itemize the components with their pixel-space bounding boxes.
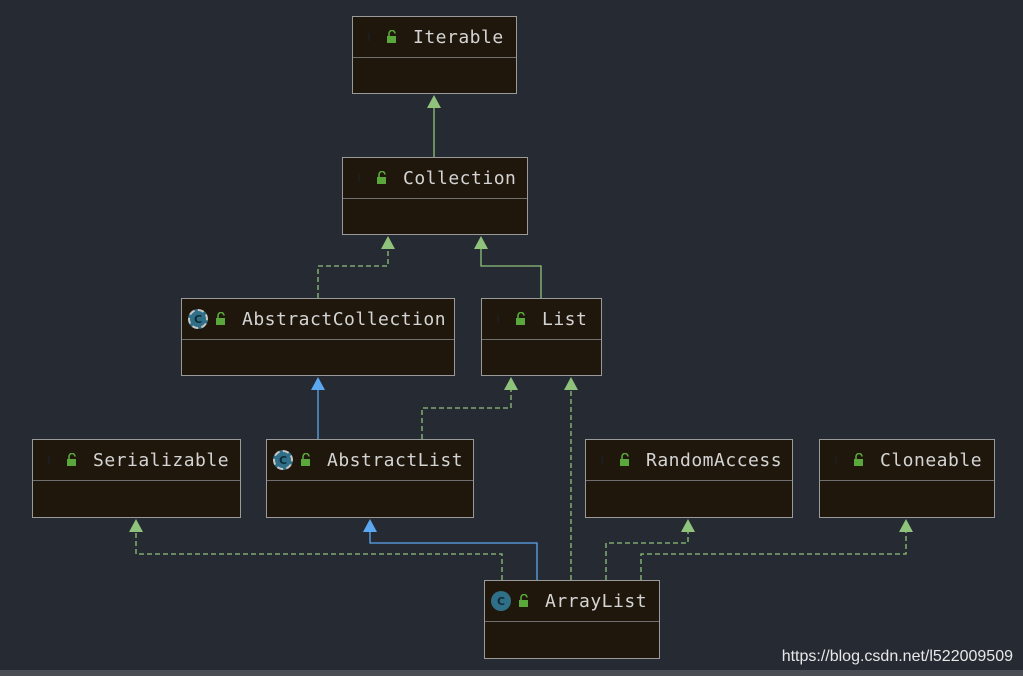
- node-random-access[interactable]: I RandomAccess: [585, 439, 793, 518]
- edge-line: [317, 248, 389, 298]
- edge-collection-to-iterable: [427, 95, 441, 157]
- interface-icon: I: [366, 30, 372, 44]
- class-icon: C: [491, 591, 511, 611]
- edge-abstract_list-to-abstract_collection: [311, 377, 325, 439]
- edge-line: [369, 531, 538, 580]
- node-header: C AbstractCollection: [182, 299, 454, 340]
- interface-icon: I: [356, 171, 362, 185]
- abstract-class-icon: C: [273, 450, 293, 470]
- arrowhead-icon: [681, 519, 695, 532]
- edge-list-to-collection: [474, 236, 542, 298]
- lock-open-icon: [620, 453, 629, 466]
- node-name: Iterable: [413, 26, 504, 48]
- node-header: C AbstractList: [267, 440, 473, 481]
- interface-icon: I: [833, 453, 839, 467]
- edge-array_list-to-serializable: [129, 519, 503, 580]
- edge-array_list-to-random_access: [605, 519, 695, 580]
- lock-open-icon: [516, 312, 525, 325]
- node-name: Serializable: [93, 449, 230, 471]
- lock-open-icon: [67, 453, 76, 466]
- node-array-list[interactable]: C ArrayList: [484, 580, 660, 659]
- lock-open-icon: [216, 312, 225, 325]
- node-list[interactable]: I List: [481, 298, 602, 376]
- node-name: AbstractList: [327, 449, 464, 471]
- edge-array_list-to-cloneable: [640, 519, 913, 580]
- arrowhead-icon: [564, 377, 578, 390]
- node-name: RandomAccess: [646, 449, 783, 471]
- watermark-url: https://blog.csdn.net/l522009509: [781, 648, 1013, 665]
- arrowhead-icon: [474, 236, 488, 249]
- node-abstract-list[interactable]: C AbstractList: [266, 439, 474, 518]
- lock-open-icon: [854, 453, 863, 466]
- edge-array_list-to-abstract_list: [363, 519, 538, 580]
- arrowhead-icon: [504, 377, 518, 390]
- lock-open-icon: [377, 171, 386, 184]
- node-name: List: [542, 308, 588, 330]
- node-cloneable[interactable]: I Cloneable: [819, 439, 995, 518]
- node-serializable[interactable]: I Serializable: [32, 439, 241, 518]
- node-header: I Collection: [343, 158, 527, 199]
- edge-abstract_list-to-list: [421, 377, 518, 439]
- arrowhead-icon: [381, 236, 395, 249]
- arrowhead-icon: [899, 519, 913, 532]
- interface-icon: I: [599, 453, 605, 467]
- edge-line: [480, 248, 542, 298]
- edge-abstract_collection-to-collection: [317, 236, 395, 298]
- edge-array_list-to-list: [564, 377, 578, 580]
- arrowhead-icon: [129, 519, 143, 532]
- node-name: Collection: [403, 167, 517, 189]
- node-header: I Cloneable: [820, 440, 994, 481]
- lock-open-icon: [519, 594, 528, 607]
- interface-icon: I: [46, 453, 52, 467]
- node-header: I Serializable: [33, 440, 240, 481]
- node-header: I Iterable: [353, 17, 516, 58]
- edge-line: [640, 531, 907, 580]
- edge-line: [605, 531, 689, 580]
- node-abstract-collection[interactable]: C AbstractCollection: [181, 298, 455, 376]
- lock-open-icon: [301, 453, 310, 466]
- node-header: I List: [482, 299, 601, 340]
- lock-open-icon: [387, 30, 396, 43]
- edge-line: [135, 531, 503, 580]
- node-name: Cloneable: [880, 449, 983, 471]
- arrowhead-icon: [427, 95, 441, 108]
- node-name: ArrayList: [545, 590, 648, 612]
- node-header: I RandomAccess: [586, 440, 792, 481]
- interface-icon: I: [495, 312, 501, 326]
- node-collection[interactable]: I Collection: [342, 157, 528, 235]
- arrowhead-icon: [311, 377, 325, 390]
- abstract-class-icon: C: [188, 309, 208, 329]
- arrowhead-icon: [363, 519, 377, 532]
- node-header: C ArrayList: [485, 581, 659, 622]
- node-name: AbstractCollection: [242, 308, 447, 330]
- window-bottom-bar: [0, 670, 1023, 676]
- node-iterable[interactable]: I Iterable: [352, 16, 517, 94]
- edge-line: [421, 389, 512, 439]
